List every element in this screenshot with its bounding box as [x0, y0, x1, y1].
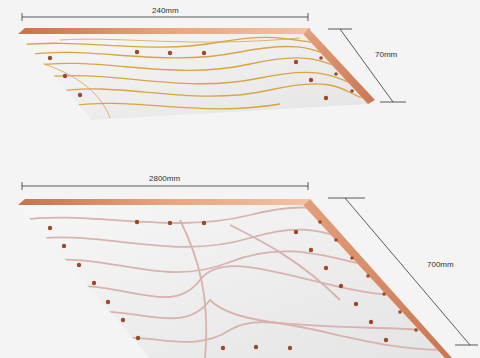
small-panel — [18, 28, 375, 120]
dimension-label: 70mm — [373, 50, 399, 60]
dimension-label: 700mm — [425, 260, 456, 270]
dimension-label: 2800mm — [147, 174, 182, 184]
large-panel — [18, 199, 452, 358]
dimension-label: 240mm — [150, 6, 181, 16]
dimension-lines — [22, 13, 478, 345]
